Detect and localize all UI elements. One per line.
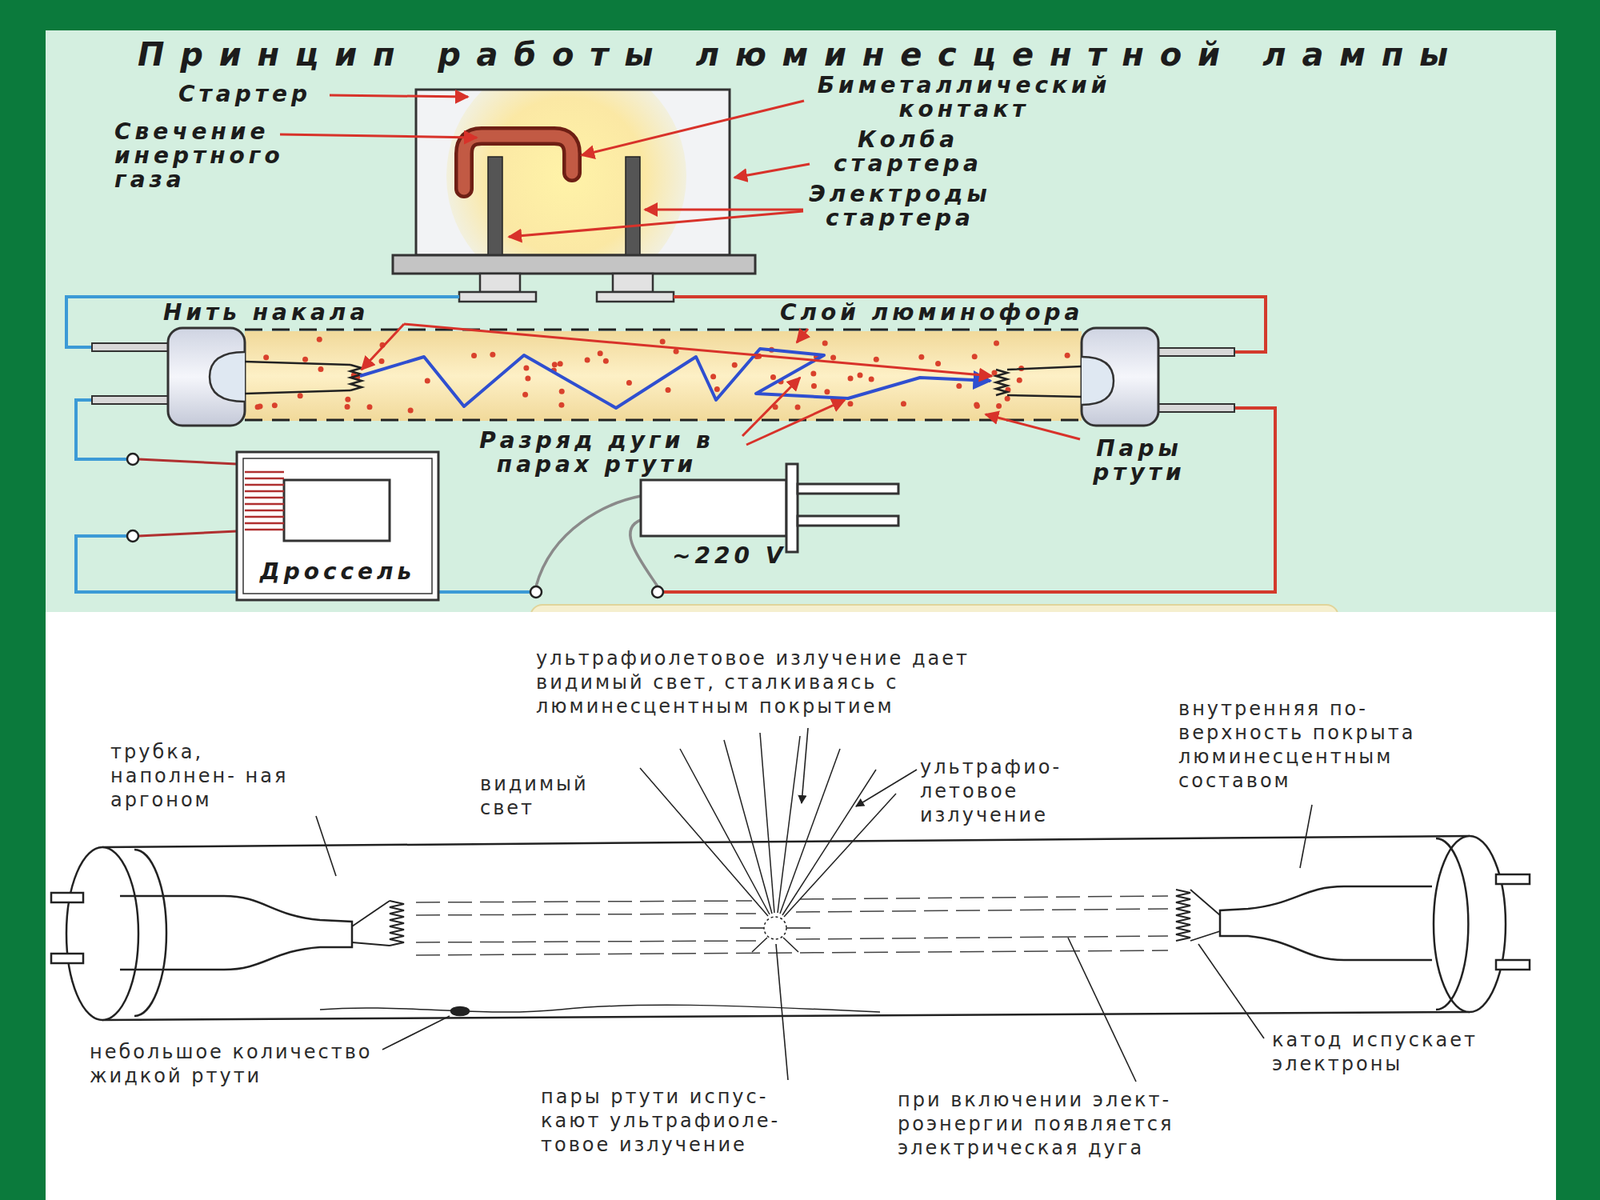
mercury-dot [366, 404, 372, 410]
top-panel [45, 30, 1556, 612]
mercury-dot [597, 350, 604, 356]
mercury-dot [993, 340, 1000, 347]
mercury-dot [822, 340, 828, 346]
tube-line-drawing [51, 732, 1530, 1020]
mercury-dot [770, 374, 776, 380]
callout-label: трубка, наполнен- ная аргоном [110, 740, 291, 812]
part-label: Слой люминофора [780, 300, 1084, 325]
mercury-dot [379, 358, 385, 364]
arc-discharge [360, 348, 991, 408]
mercury-dot [873, 356, 880, 363]
mercury-dot [302, 356, 308, 363]
mercury-dot [489, 352, 496, 358]
mercury-dot [1064, 352, 1071, 359]
mercury-dot [584, 357, 591, 364]
diagram-title: Принцип работы люминесцентной лампы [137, 36, 1464, 72]
mercury-dot [714, 386, 720, 392]
callout-label: катод испускает электроны [1272, 1028, 1512, 1076]
mercury-dot [918, 354, 924, 360]
mercury-dot [522, 392, 528, 398]
callout-label: пары ртути испус- кают ультрафиоле- тово… [540, 1084, 813, 1157]
callout-label: при включении элект- роэнергии появляетс… [897, 1088, 1218, 1160]
mercury-dot [424, 377, 431, 384]
mercury-dot [559, 388, 565, 395]
part-label: Нить накала [163, 300, 369, 325]
mercury-dot [344, 396, 351, 403]
mercury-dot [316, 336, 323, 343]
mercury-dot [824, 388, 830, 395]
mercury-dot [991, 370, 997, 376]
mercury-dot [660, 339, 666, 345]
mercury-dot [848, 376, 854, 382]
part-label: ~220 V [672, 544, 787, 568]
part-label: Свечение инертного газа [114, 120, 307, 192]
mercury-dot [710, 373, 716, 380]
callout-label: ультрафио- летовое излучение [920, 755, 1096, 828]
mercury-dot [810, 371, 816, 377]
callout-label: внутренняя по- верхность покрыта люминес… [1178, 696, 1443, 793]
part-label: Колба стартера [796, 128, 1020, 176]
mercury-dot [974, 403, 980, 409]
callout-leaders [316, 728, 1312, 1082]
mercury-dot [471, 352, 477, 359]
mercury-dot [996, 403, 1002, 409]
mercury-dot [272, 402, 278, 408]
bottom-panel [45, 612, 1556, 1200]
mercury-dot [868, 376, 875, 382]
part-label: Пары ртути [1071, 436, 1208, 485]
mercury-dot [972, 353, 978, 360]
callout-label: небольшое количество жидкой ртути [89, 1040, 394, 1088]
mercury-dot [408, 408, 414, 414]
choke [236, 452, 439, 600]
mercury-dot [257, 403, 264, 409]
mercury-dot [524, 375, 531, 381]
plug [640, 464, 899, 552]
mercury-dot [626, 380, 632, 386]
part-label: Биметаллический контакт [796, 73, 1132, 122]
mercury-dot [263, 354, 269, 360]
mercury-dot [523, 365, 529, 372]
mercury-dot [665, 387, 672, 393]
mercury-dot [847, 400, 853, 407]
mercury-dot [552, 361, 558, 368]
part-label: Стартер [178, 82, 312, 107]
mercury-dot [317, 366, 324, 372]
mercury-dot [603, 358, 609, 364]
mercury-dot [1016, 377, 1023, 384]
mercury-dot [795, 404, 801, 411]
mercury-dot [1004, 396, 1011, 402]
part-label: Разряд дуги в парах ртути [448, 428, 745, 477]
callout-label: ультрафиолетовое излучение дает видимый … [536, 646, 984, 719]
mercury-dot [558, 402, 564, 408]
mercury-dot [935, 360, 941, 367]
mercury-dot [732, 362, 738, 368]
mercury-dot [830, 355, 836, 361]
mercury-dot [857, 372, 864, 379]
mercury-dot [344, 404, 351, 410]
part-label: Электроды стартера [780, 182, 1020, 231]
callout-label: видимый свет [480, 772, 616, 820]
mercury-dot [956, 383, 962, 389]
mercury-dot [557, 360, 564, 367]
mercury-dot [811, 383, 817, 389]
mercury-dot [297, 392, 304, 399]
leader-arrows [280, 95, 1080, 445]
part-label: Дроссель [236, 560, 439, 584]
starter [392, 56, 756, 302]
lamp-tube [92, 328, 1235, 426]
mercury-dot [900, 400, 907, 407]
